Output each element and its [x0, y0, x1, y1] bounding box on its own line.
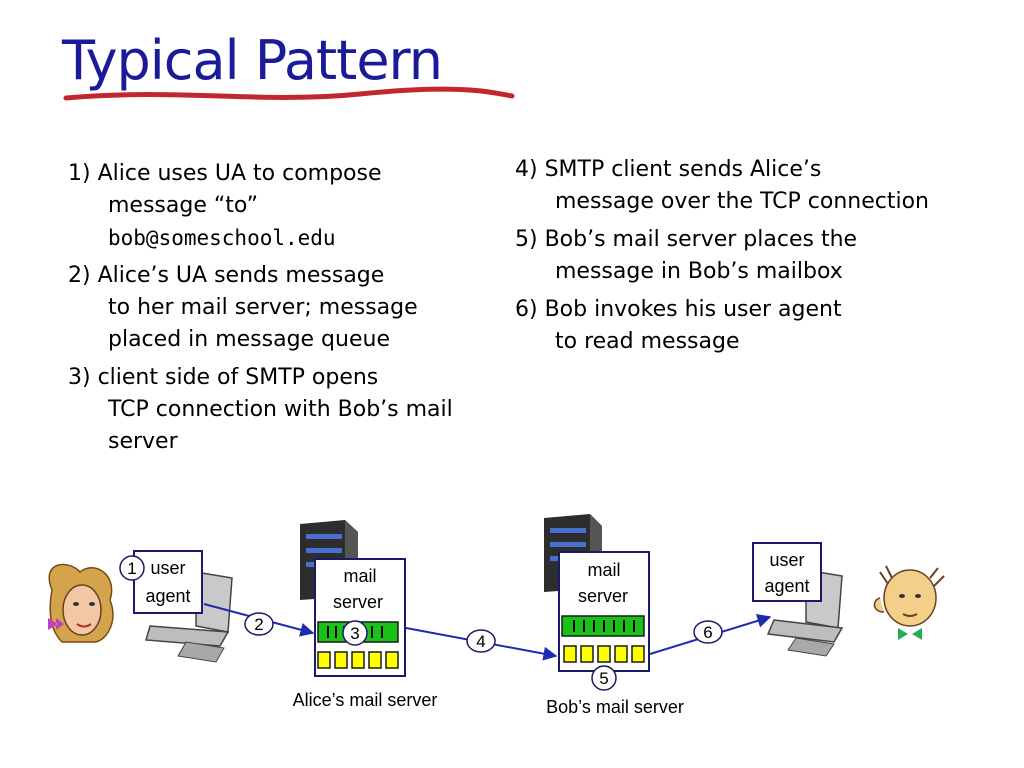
alice-server-caption: Alice’s mail server: [293, 690, 438, 710]
alice-ua-line2: agent: [145, 586, 190, 606]
step-5: 5) Bob’s mail server places the message …: [515, 224, 985, 288]
step-2-cont: to her mail server; message placed in me…: [108, 295, 418, 352]
svg-text:2: 2: [254, 615, 263, 634]
slide-title: Typical Pattern: [62, 29, 443, 92]
step-3-circle: 3: [342, 620, 368, 646]
svg-text:5: 5: [599, 669, 608, 688]
step-5-lead: 5) Bob’s mail server places the: [515, 227, 858, 252]
alice-ua-line1: user: [150, 558, 185, 578]
alice-server-line2: server: [333, 592, 383, 612]
bob-ua-line2: agent: [764, 576, 809, 596]
step-1-cont: message “to”: [108, 193, 258, 218]
bob-user-agent-box: [752, 542, 822, 602]
step-3: 3) client side of SMTP opens TCP connect…: [68, 362, 488, 458]
alice-server-line1: mail: [343, 566, 376, 586]
step-4-cont: message over the TCP connection: [555, 189, 929, 214]
bob-ua-line1: user: [769, 550, 804, 570]
step-2-lead: 2) Alice’s UA sends message: [68, 263, 385, 288]
step-1: 1) Alice uses UA to compose message “to”…: [68, 158, 488, 254]
step-4-lead: 4) SMTP client sends Alice’s: [515, 157, 822, 182]
step-6-circle: 6: [693, 620, 723, 644]
step-3-cont: TCP connection with Bob’s mail server: [108, 397, 453, 454]
bob-server-line2: server: [578, 586, 628, 606]
bob-server-caption: Bob’s mail server: [546, 697, 684, 717]
title-underline: [63, 86, 515, 101]
step-1-lead: 1) Alice uses UA to compose: [68, 161, 382, 186]
alice-face-icon: [48, 563, 114, 643]
step-2-circle: 2: [244, 612, 274, 636]
step-4-circle: 4: [466, 629, 496, 653]
svg-text:1: 1: [127, 559, 136, 578]
bob-computer-icon: [766, 569, 844, 657]
svg-text:6: 6: [703, 623, 712, 642]
bob-server-line1: mail: [587, 560, 620, 580]
alice-mailboxes: [317, 651, 399, 669]
svg-text:3: 3: [350, 624, 359, 643]
bob-mailboxes: [563, 645, 645, 663]
steps-left: 1) Alice uses UA to compose message “to”…: [68, 158, 488, 464]
step-3-lead: 3) client side of SMTP opens: [68, 365, 379, 390]
bob-queue-slots: [573, 620, 635, 632]
steps-right: 4) SMTP client sends Alice’s message ove…: [515, 154, 985, 364]
step-5-cont: message in Bob’s mailbox: [555, 259, 843, 284]
step-2: 2) Alice’s UA sends message to her mail …: [68, 260, 488, 356]
step-6-cont: to read message: [555, 329, 740, 354]
step-4: 4) SMTP client sends Alice’s message ove…: [515, 154, 985, 218]
step-1-email: bob@someschool.edu: [108, 226, 336, 250]
step-1-circle: 1: [119, 555, 145, 581]
alice-computer-icon: [145, 571, 233, 663]
bob-face-icon: [873, 565, 945, 640]
step-5-circle: 5: [591, 665, 617, 691]
step-6-lead: 6) Bob invokes his user agent: [515, 297, 842, 322]
step-6: 6) Bob invokes his user agent to read me…: [515, 294, 985, 358]
svg-text:4: 4: [476, 632, 485, 651]
alice-user-agent-box: [133, 550, 203, 614]
